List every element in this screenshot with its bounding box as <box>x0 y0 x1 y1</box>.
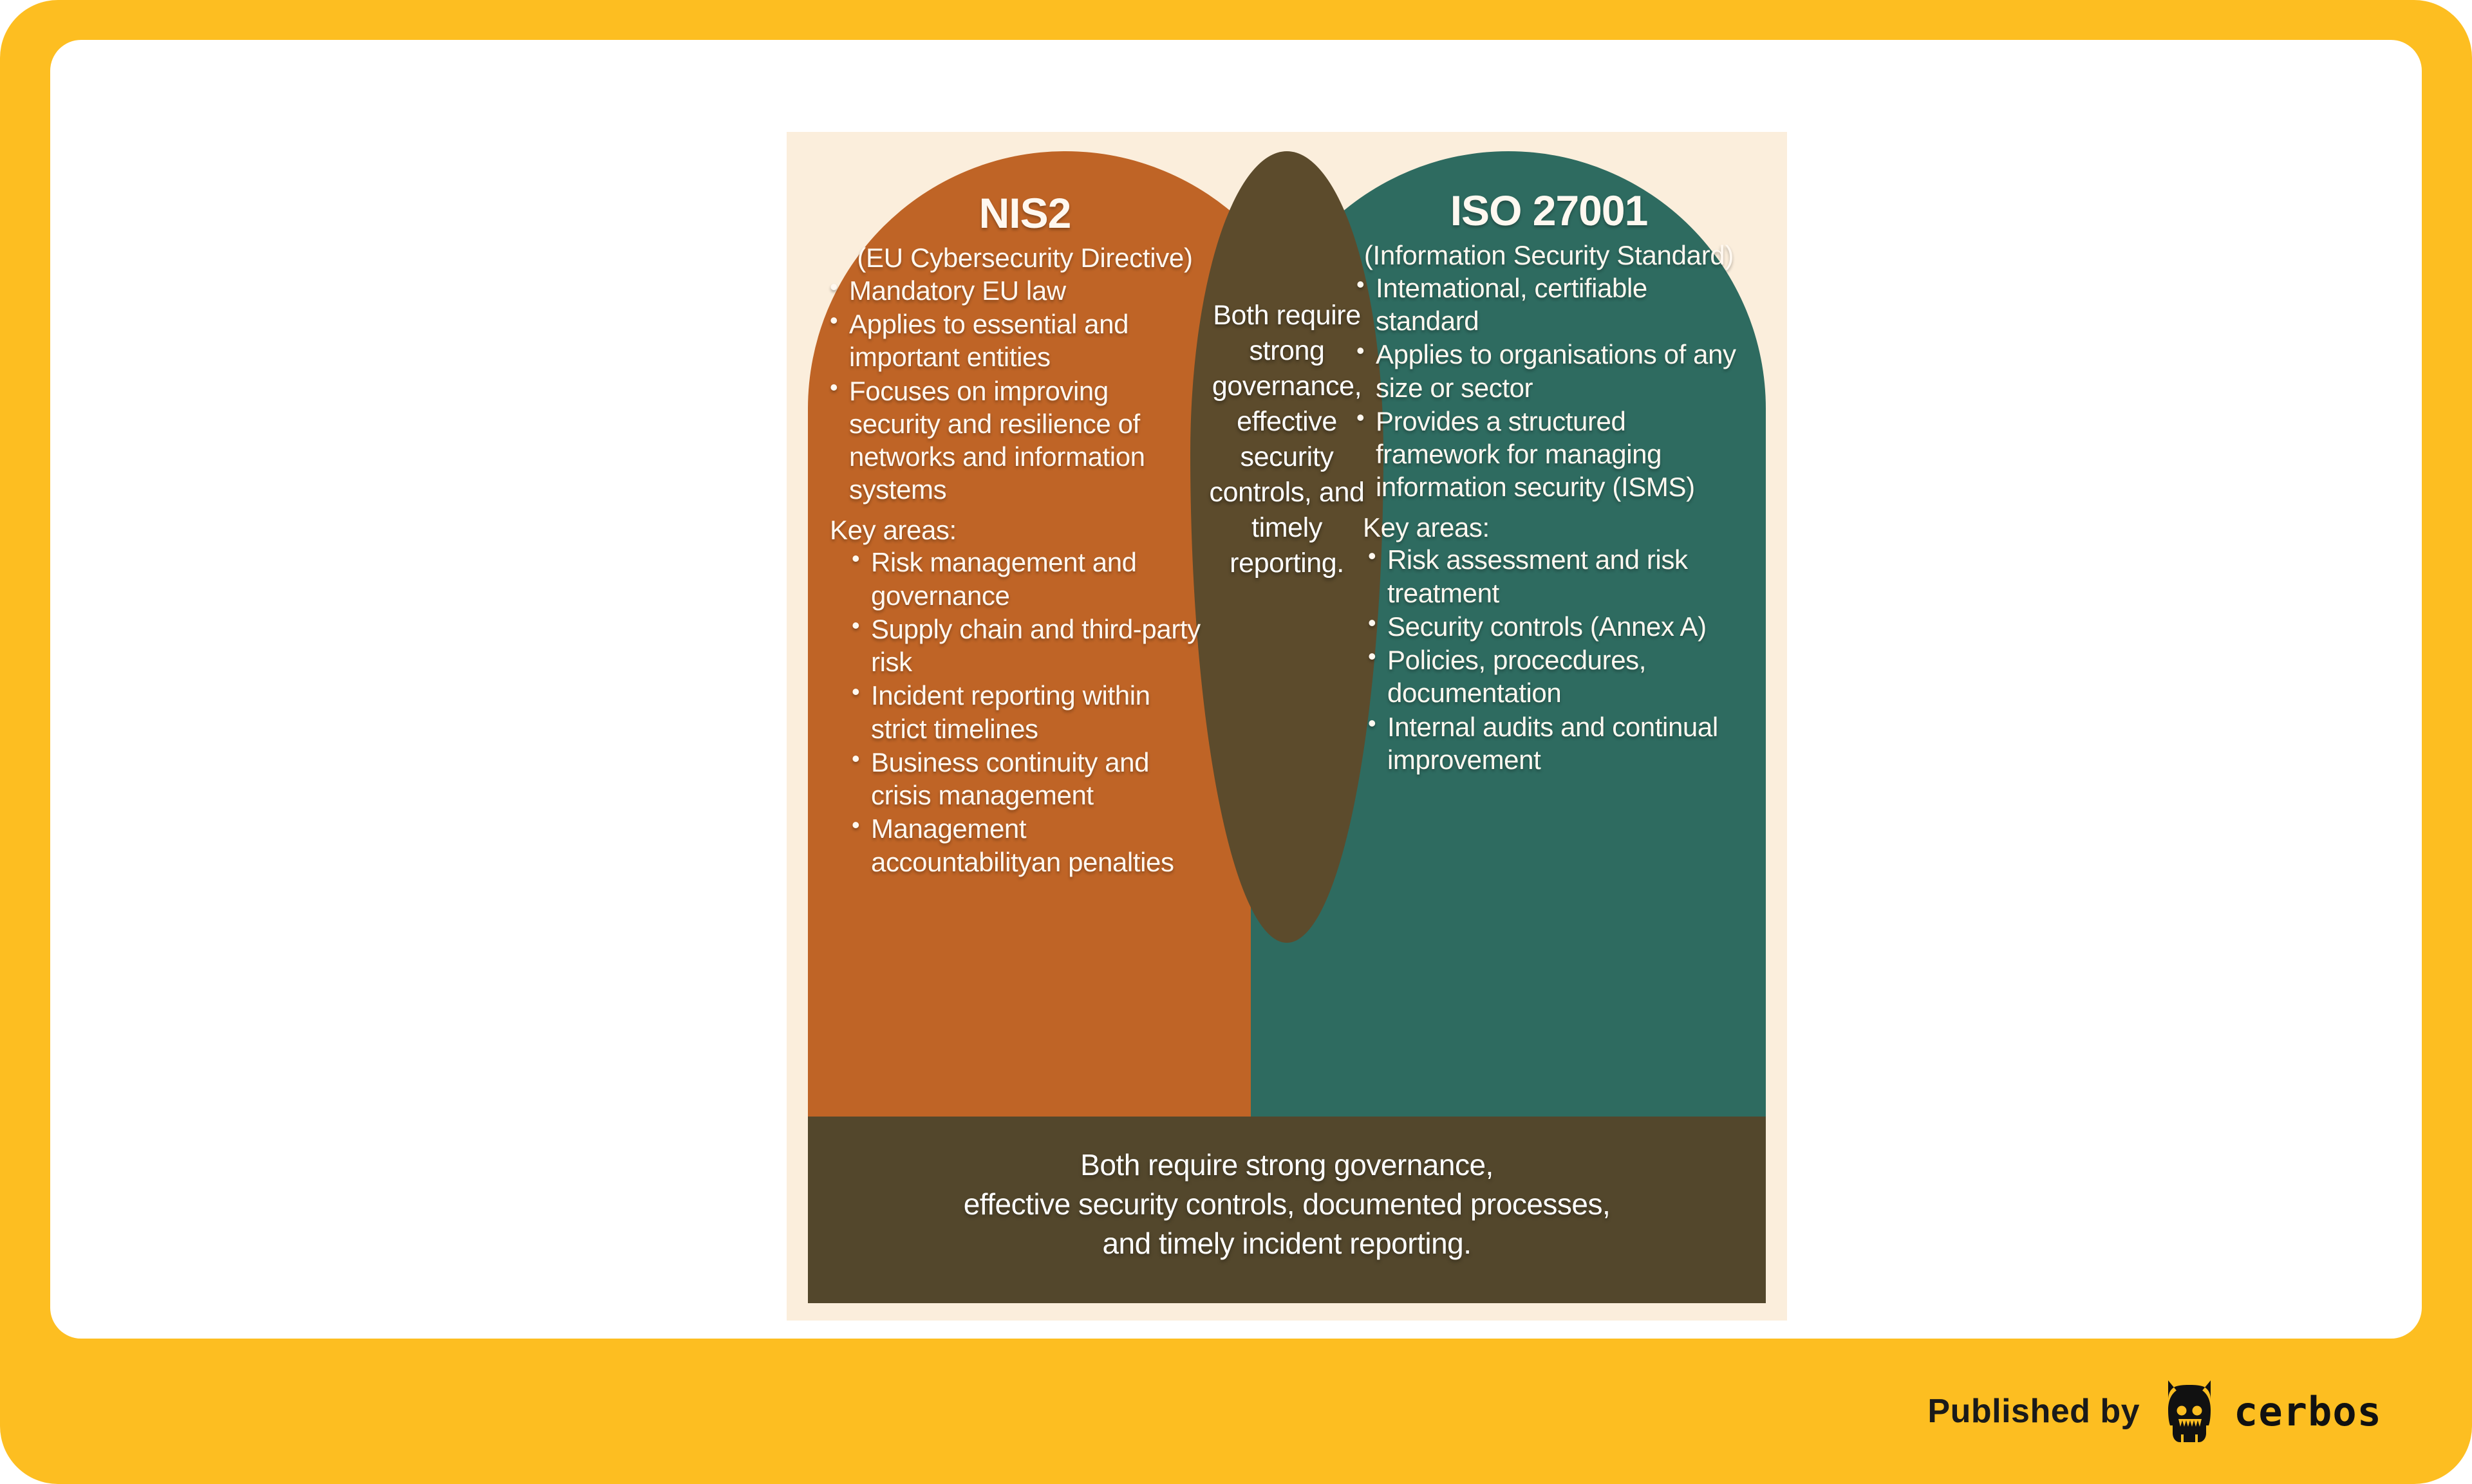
cerbos-wordmark: cerbos <box>2234 1387 2382 1435</box>
list-item: Applies to essential and important entit… <box>826 306 1206 373</box>
overlap-text: Both require strong governance, effectiv… <box>1209 300 1365 579</box>
bottom-band-text: Both require strong governance, effectiv… <box>808 1145 1766 1264</box>
overlap-lens-shape <box>1190 151 1383 943</box>
list-item: Incident reporting within strict timelin… <box>848 678 1208 745</box>
nis2-subtitle: (EU Cybersecurity Directive) <box>857 243 1193 274</box>
list-item: Policies, procecdures, documentation <box>1364 642 1740 709</box>
venn-shapes-container: NIS2 (EU Cybersecurity Directive) Mandat… <box>808 151 1766 1303</box>
published-by-label: Published by <box>1927 1393 2140 1430</box>
bottom-band-shape <box>808 1117 1766 1303</box>
venn-diagram-panel: NIS2 (EU Cybersecurity Directive) Mandat… <box>787 132 1787 1321</box>
iso27001-bullet-list: Intemational, certifiable standard Appli… <box>1353 270 1740 504</box>
list-item: Risk assessment and risk treatment <box>1364 542 1740 609</box>
list-item: Risk management and governance <box>848 544 1208 611</box>
list-item: Intemational, certifiable standard <box>1353 270 1740 337</box>
list-item: Supply chain and third-party risk <box>848 611 1208 678</box>
cerbos-logo[interactable]: cerbos <box>2162 1379 2382 1443</box>
iso27001-key-areas-list: Risk assessment and risk treatment Secur… <box>1364 542 1740 776</box>
nis2-bullet-list: Mandatory EU law Applies to essential an… <box>826 273 1206 506</box>
iso27001-subtitle: (Information Security Standard) <box>1363 240 1734 271</box>
nis2-key-areas-label: Key areas: <box>830 515 957 546</box>
list-item: Focuses on improving security and resili… <box>826 373 1206 506</box>
bottom-band-line-2: effective security controls, documented … <box>963 1187 1611 1221</box>
nis2-column: NIS2 (EU Cybersecurity Directive) Mandat… <box>822 151 1228 879</box>
white-content-card: NIS2 (EU Cybersecurity Directive) Mandat… <box>50 40 2422 1339</box>
iso27001-column: ISO 27001 (Information Security Standard… <box>1346 151 1752 777</box>
iso27001-key-areas-label: Key areas: <box>1363 512 1490 543</box>
iso27001-title: ISO 27001 <box>1450 187 1649 234</box>
list-item: Provides a structured framework for mana… <box>1353 403 1740 504</box>
bottom-band-line-3: and timely incident reporting. <box>1102 1227 1472 1261</box>
bottom-band-line-1: Both require strong governance, <box>1080 1148 1494 1182</box>
list-item: Security controls (Annex A) <box>1364 609 1740 643</box>
nis2-title: NIS2 <box>979 189 1072 237</box>
list-item: Internal audits and continual improvemen… <box>1364 709 1740 776</box>
nis2-key-areas-list: Risk management and governance Supply ch… <box>848 544 1208 878</box>
list-item: Business continuity and crisis managemen… <box>848 745 1208 812</box>
list-item: Mandatory EU law <box>826 273 1206 307</box>
cerbos-bat-mascot-icon <box>2168 1380 2211 1442</box>
list-item: Management accountabilityan penalties <box>848 811 1208 878</box>
footer-bar: Published by cerbos <box>0 1339 2472 1484</box>
list-item: Applies to organisations of any size or … <box>1353 337 1740 403</box>
